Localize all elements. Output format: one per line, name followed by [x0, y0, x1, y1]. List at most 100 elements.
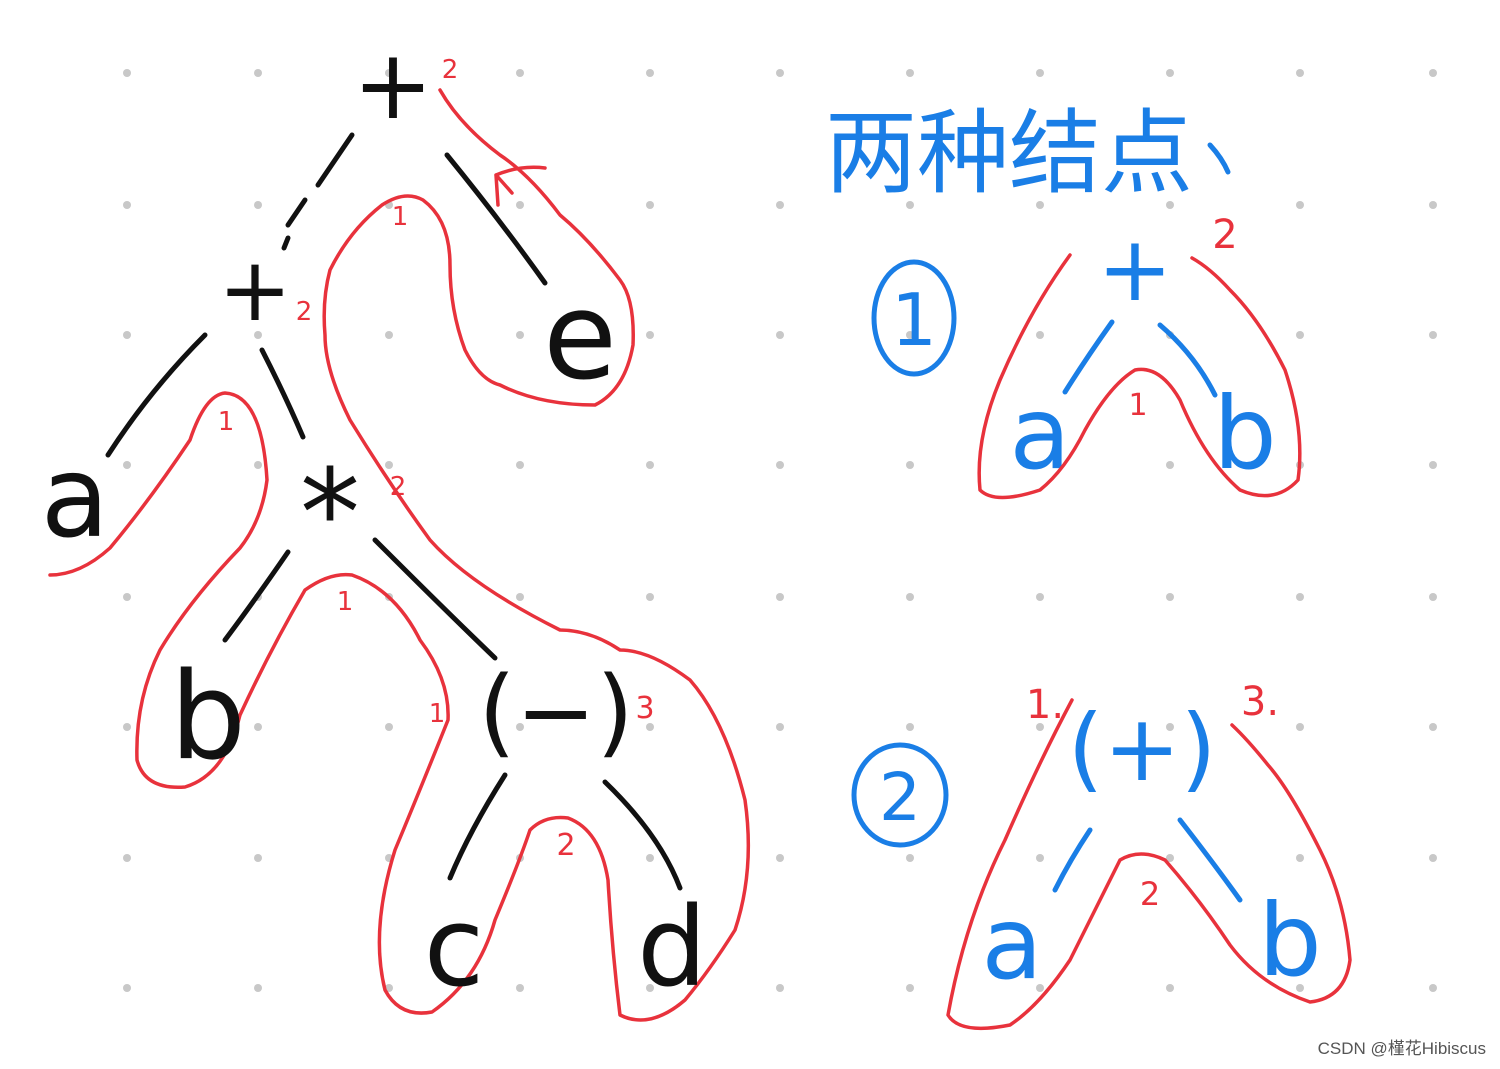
grid-dot — [906, 201, 914, 209]
grid-dot — [123, 984, 131, 992]
grid-dot — [123, 69, 131, 77]
grid-dot — [1166, 461, 1174, 469]
grid-dot — [776, 461, 784, 469]
grid-dot — [1429, 331, 1437, 339]
case1-operator: + — [1097, 217, 1172, 322]
case1-mark-1: 1 — [1128, 388, 1147, 423]
mark-minus-1: 1 — [429, 699, 446, 729]
grid-dot — [385, 331, 393, 339]
grid-dot — [646, 854, 654, 862]
grid-dot — [1036, 593, 1044, 601]
mark-plus2-1: 1 — [218, 407, 235, 437]
mark-plus2-2: 2 — [296, 297, 313, 327]
grid-dot — [776, 593, 784, 601]
grid-dot — [1166, 723, 1174, 731]
grid-dot — [1429, 69, 1437, 77]
case-1: 1 + a b 2 1 — [871, 212, 1302, 500]
grid-dot — [123, 201, 131, 209]
case2-number: 2 — [879, 759, 921, 836]
grid-dot — [254, 984, 262, 992]
edge-plus2-to-a — [105, 332, 208, 458]
grid-dot — [646, 461, 654, 469]
grid-dot — [1296, 984, 1304, 992]
grid-dot — [123, 593, 131, 601]
node-b: b — [170, 648, 246, 787]
grid-dot — [1296, 69, 1304, 77]
grid-dot — [776, 854, 784, 862]
grid-dot — [254, 331, 262, 339]
mark-root-1: 1 — [392, 202, 409, 232]
grid-dot — [1429, 461, 1437, 469]
grid-dot — [1166, 69, 1174, 77]
case2-number-circle — [851, 742, 949, 848]
grid-dot — [1296, 201, 1304, 209]
edge-plus2-to-star — [259, 347, 306, 440]
grid-dot — [1429, 201, 1437, 209]
node-e: e — [543, 268, 617, 407]
grid-dot — [516, 723, 524, 731]
case1-number: 1 — [891, 278, 937, 362]
edge-star-to-minus — [372, 537, 498, 661]
node-d: d — [637, 883, 707, 1011]
grid-dot — [1036, 984, 1044, 992]
grid-dot — [906, 854, 914, 862]
grid-dot — [1036, 331, 1044, 339]
edge-root-to-plus2 — [281, 132, 355, 251]
grid-dot — [1166, 984, 1174, 992]
node-plus2: + — [218, 238, 292, 341]
edge-root-to-e — [444, 152, 548, 286]
grid-dot — [123, 461, 131, 469]
grid-dot — [1036, 201, 1044, 209]
mark-minus-3: 3 — [635, 691, 654, 726]
grid-dot — [906, 984, 914, 992]
mark-star-1: 1 — [337, 587, 354, 617]
grid-dot — [646, 201, 654, 209]
grid-dot — [516, 331, 524, 339]
mark-root-2: 2 — [442, 55, 459, 85]
case2-mark-3: 3. — [1241, 679, 1279, 725]
grid-dot — [123, 723, 131, 731]
edge-minus-to-d — [602, 779, 683, 891]
grid-dot — [1296, 854, 1304, 862]
grid-dot — [1166, 593, 1174, 601]
grid-dot — [776, 69, 784, 77]
case1-left: a — [1009, 375, 1070, 492]
grid-dot — [646, 69, 654, 77]
grid-dot — [1166, 854, 1174, 862]
grid-dot — [254, 201, 262, 209]
grid-dot — [1429, 723, 1437, 731]
grid-dot — [516, 984, 524, 992]
legend-title: 两种结点 — [825, 100, 1193, 207]
case1-number-circle — [871, 259, 957, 377]
grid-dot — [516, 201, 524, 209]
watermark: CSDN @槿花Hibiscus — [1317, 1039, 1486, 1058]
grid-dot — [776, 984, 784, 992]
grid-dot — [385, 723, 393, 731]
grid-dot — [516, 461, 524, 469]
case2-edge-left — [1052, 827, 1093, 893]
grid-dot — [646, 984, 654, 992]
grid-dot — [906, 331, 914, 339]
grid-dot — [1296, 723, 1304, 731]
grid-dot — [906, 593, 914, 601]
edge-star-to-b — [222, 549, 291, 643]
node-star: * — [300, 445, 360, 584]
node-c: c — [424, 883, 484, 1011]
case2-outline — [946, 698, 1352, 1031]
grid-dot — [1166, 201, 1174, 209]
grid-dot — [1429, 854, 1437, 862]
case2-mark-1: 1. — [1026, 682, 1064, 728]
case1-outline — [977, 253, 1302, 500]
grid-dot — [385, 69, 393, 77]
grid-dot — [906, 461, 914, 469]
grid-dot — [254, 461, 262, 469]
grid-dot — [906, 69, 914, 77]
case2-operator: (+) — [1068, 695, 1217, 802]
traversal-outline — [48, 88, 751, 1022]
case1-mark-2: 2 — [1212, 212, 1237, 258]
grid-dot — [516, 69, 524, 77]
node-root-plus: + — [353, 29, 433, 141]
grid-dot — [385, 984, 393, 992]
grid-dot — [776, 723, 784, 731]
